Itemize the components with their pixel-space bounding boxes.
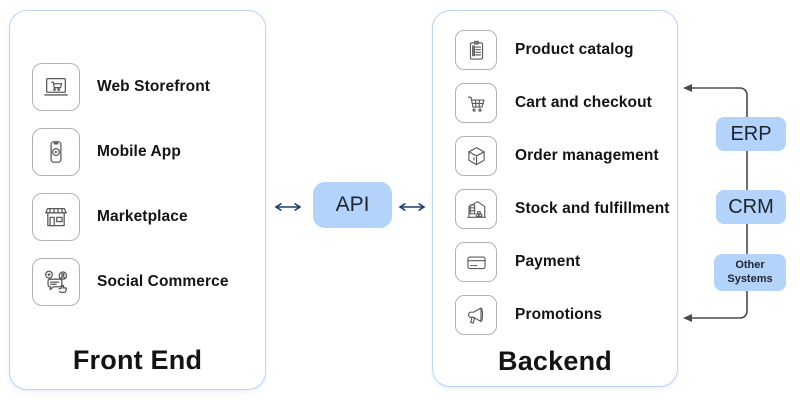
payment-icon	[455, 242, 497, 282]
frontend-title: Front End	[72, 345, 203, 375]
frontend-item-mobile-app: Mobile App	[32, 128, 229, 176]
backend-item-promotions: Promotions	[455, 295, 670, 335]
backend-item-stock-fulfillment: Stock and fulfillment	[455, 189, 670, 229]
api-label: API	[335, 193, 370, 216]
backend-item-label: Cart and checkout	[515, 94, 652, 111]
backend-item-order-management: Order management	[455, 136, 670, 176]
backend-item-label: Promotions	[515, 306, 603, 323]
promotions-icon	[455, 295, 497, 335]
frontend-item-label: Marketplace	[97, 208, 188, 225]
api-backend-arrow	[399, 203, 425, 211]
crm-label: CRM	[728, 195, 774, 218]
backend-item-product-catalog: Product catalog	[455, 30, 670, 70]
backend-items: Product catalog Cart and checkout	[455, 30, 670, 335]
backend-title: Backend	[498, 346, 612, 376]
cart-checkout-icon	[455, 83, 497, 123]
marketplace-icon	[32, 193, 80, 241]
backend-item-cart-checkout: Cart and checkout	[455, 83, 670, 123]
frontend-item-social-commerce: Social Commerce	[32, 258, 229, 306]
backend-panel: Product catalog Cart and checkout	[432, 10, 678, 387]
erp-box: ERP	[716, 117, 786, 151]
order-management-icon	[455, 136, 497, 176]
frontend-item-web-storefront: Web Storefront	[32, 63, 229, 111]
backend-item-label: Product catalog	[515, 41, 634, 58]
frontend-item-marketplace: Marketplace	[32, 193, 229, 241]
frontend-item-label: Social Commerce	[97, 273, 229, 290]
web-storefront-icon	[32, 63, 80, 111]
other-systems-label: Other Systems	[727, 259, 773, 285]
api-box: API	[313, 182, 392, 228]
product-catalog-icon	[455, 30, 497, 70]
social-commerce-icon	[32, 258, 80, 306]
frontend-panel: Web Storefront Mobile App	[9, 10, 266, 390]
frontend-item-label: Mobile App	[97, 143, 181, 160]
frontend-items: Web Storefront Mobile App	[32, 63, 229, 306]
frontend-item-label: Web Storefront	[97, 78, 211, 95]
crm-box: CRM	[716, 190, 786, 224]
backend-item-label: Payment	[515, 253, 581, 270]
mobile-app-icon	[32, 128, 80, 176]
other-systems-box: Other Systems	[714, 254, 786, 291]
erp-label: ERP	[730, 122, 772, 145]
frontend-api-arrow	[275, 203, 301, 211]
backend-item-label: Stock and fulfillment	[515, 200, 670, 217]
stock-fulfillment-icon	[455, 189, 497, 229]
backend-item-payment: Payment	[455, 242, 670, 282]
backend-item-label: Order management	[515, 147, 659, 164]
